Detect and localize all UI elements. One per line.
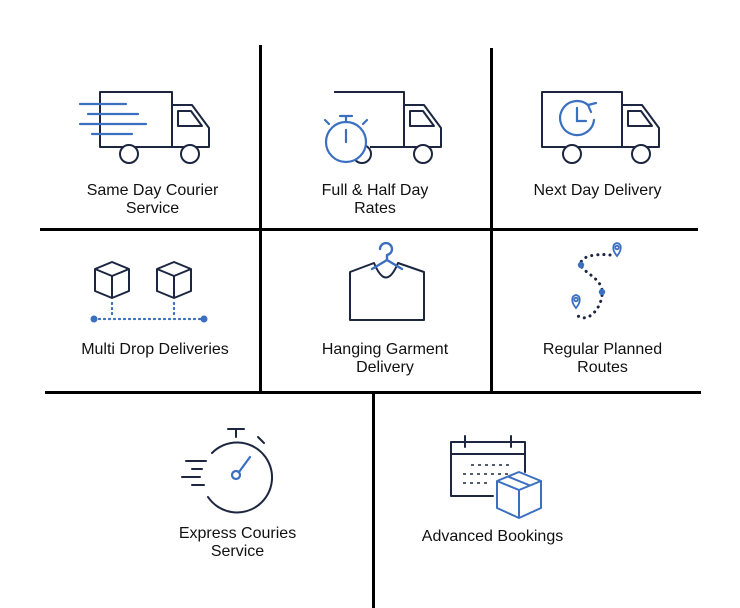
service-label: Multi Drop Deliveries [81, 341, 229, 358]
calendar-box-icon [450, 435, 542, 519]
two-boxes-route-icon [90, 261, 208, 323]
grid-line-vertical-2 [490, 48, 493, 393]
truck-clock-icon [541, 91, 660, 164]
grid-line-horizontal-2 [45, 391, 701, 394]
planned-route-pins-icon [571, 242, 622, 320]
service-label: Advanced Bookings [421, 528, 564, 545]
garment-hanger-icon [349, 241, 425, 321]
grid-line-vertical-3 [372, 393, 375, 608]
grid-line-vertical-1 [259, 45, 262, 393]
truck-stopwatch-icon [323, 91, 442, 164]
service-label: Next Day Delivery [533, 182, 662, 199]
grid-line-horizontal-1 [40, 228, 698, 231]
fast-stopwatch-icon [181, 428, 274, 514]
speeding-truck-icon [78, 91, 210, 164]
